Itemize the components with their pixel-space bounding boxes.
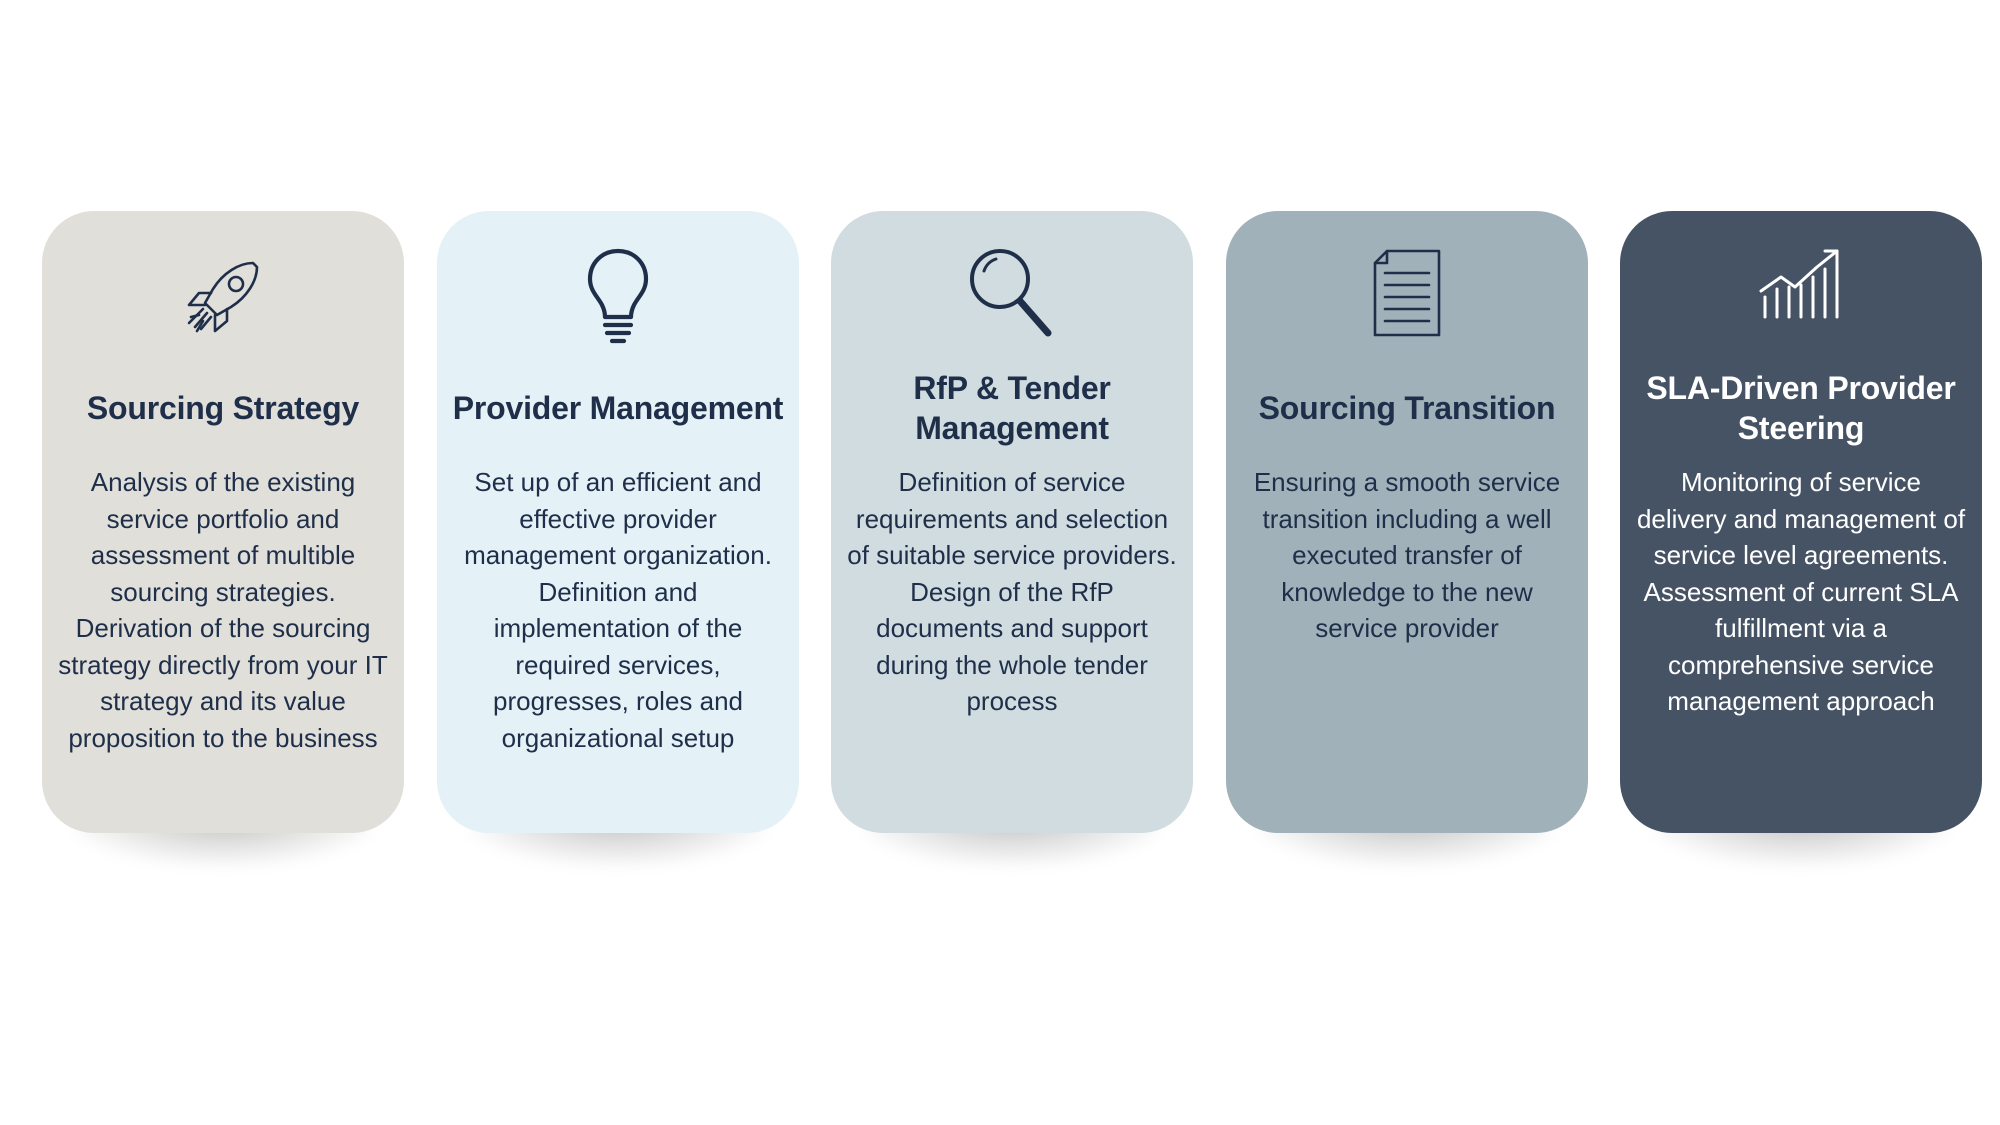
card-description: Monitoring of service delivery and manag… bbox=[1636, 467, 1966, 716]
card-title: SLA-Driven Provider Steering bbox=[1646, 370, 1956, 446]
growth-chart-icon bbox=[1751, 247, 1851, 347]
lightbulb-icon bbox=[568, 247, 668, 347]
card-sourcing-strategy: Sourcing Strategy Analysis of the existi… bbox=[42, 211, 404, 867]
card-body: Sourcing Transition Ensuring a smooth se… bbox=[1226, 211, 1588, 833]
document-icon bbox=[1357, 247, 1457, 347]
card-sla-driven-provider-steering: SLA-Driven Provider Steering Monitoring … bbox=[1620, 211, 1982, 867]
card-title: RfP & Tender Management bbox=[913, 370, 1111, 446]
card-body: SLA-Driven Provider Steering Monitoring … bbox=[1620, 211, 1982, 833]
card-title: Sourcing Strategy bbox=[86, 390, 360, 426]
rocket-icon bbox=[173, 247, 273, 347]
card-title: Sourcing Transition bbox=[1258, 390, 1556, 426]
card-description: Set up of an efficient and effective pro… bbox=[464, 467, 772, 753]
card-description: Definition of service requirements and s… bbox=[847, 467, 1177, 716]
card-sourcing-transition: Sourcing Transition Ensuring a smooth se… bbox=[1226, 211, 1588, 867]
card-provider-management: Provider Management Set up of an efficie… bbox=[437, 211, 799, 867]
card-body: Provider Management Set up of an efficie… bbox=[437, 211, 799, 833]
card-title: Provider Management bbox=[452, 390, 784, 426]
magnifier-icon bbox=[962, 247, 1062, 347]
card-description: Ensuring a smooth service transition inc… bbox=[1253, 467, 1561, 643]
card-body: RfP & Tender Management Definition of se… bbox=[831, 211, 1193, 833]
card-body: Sourcing Strategy Analysis of the existi… bbox=[42, 211, 404, 833]
card-rfp-tender-management: RfP & Tender Management Definition of se… bbox=[831, 211, 1193, 867]
card-description: Analysis of the existing service portfol… bbox=[58, 467, 388, 753]
